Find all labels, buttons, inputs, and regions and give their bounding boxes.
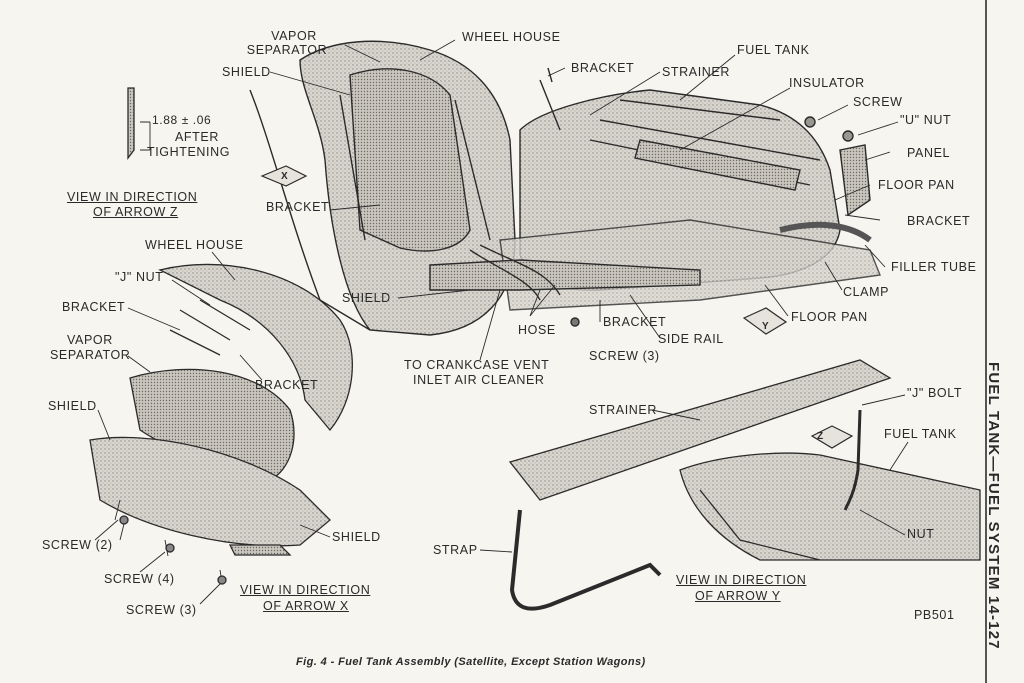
view-y-fuel-tank — [679, 452, 981, 561]
label-bracket-right: BRACKET — [907, 214, 971, 228]
label-separator: SEPARATOR — [246, 43, 328, 57]
view-z-title-1: VIEW IN DIRECTION — [67, 190, 198, 204]
label-inlet-air-cleaner: INLET AIR CLEANER — [413, 373, 545, 387]
view-x-label-shield-1: SHIELD — [48, 399, 97, 413]
view-x-label-separator: SEPARATOR — [50, 348, 131, 362]
label-strainer: STRAINER — [662, 65, 731, 79]
view-x-label-screw-3: SCREW (3) — [126, 603, 197, 617]
label-side-rail: SIDE RAIL — [658, 332, 724, 346]
section-sidebar-text: FUEL TANK—FUEL SYSTEM 14-127 — [985, 362, 1002, 650]
view-x-wheel-house — [158, 263, 353, 432]
label-vapor: VAPOR — [271, 29, 317, 43]
label-shield: SHIELD — [222, 65, 271, 79]
label-crankcase-vent: TO CRANKCASE VENT — [404, 358, 550, 372]
label-shield-lower: SHIELD — [342, 291, 391, 305]
arrow-y-letter: Y — [762, 321, 770, 332]
view-y-label-strap: STRAP — [433, 543, 478, 557]
view-x-shield — [89, 436, 331, 547]
view-y-label-fuel-tank: FUEL TANK — [884, 427, 957, 441]
view-z-after: AFTER — [175, 130, 219, 144]
label-bracket-left: BRACKET — [266, 200, 330, 214]
view-y-detail — [508, 359, 981, 611]
label-bracket-top: BRACKET — [571, 61, 635, 75]
arrow-z-icon — [810, 425, 854, 449]
view-y-strap — [509, 509, 662, 611]
view-x-label-shield-2: SHIELD — [332, 530, 381, 544]
view-y-title-2: OF ARROW Y — [695, 589, 781, 603]
view-y-label-j-bolt: "J" BOLT — [907, 386, 963, 400]
view-y-j-bolt — [843, 409, 862, 511]
view-x-label-bracket-1: BRACKET — [62, 300, 126, 314]
view-x-detail — [89, 263, 353, 585]
view-x-title-1: VIEW IN DIRECTION — [240, 583, 371, 597]
view-x-title-2: OF ARROW X — [263, 599, 349, 613]
label-hose: HOSE — [518, 323, 556, 337]
filler-tube — [779, 221, 872, 243]
label-fuel-tank: FUEL TANK — [737, 43, 810, 57]
side-rail — [429, 259, 701, 291]
hose-lines — [469, 244, 561, 301]
main-assembly-drawing — [249, 40, 881, 336]
view-x-label-wheel-house: WHEEL HOUSE — [145, 238, 244, 252]
panel-bracket — [839, 144, 871, 217]
section-sidebar: FUEL TANK—FUEL SYSTEM 14-127 — [982, 362, 1006, 662]
view-y-label-strainer: STRAINER — [589, 403, 658, 417]
label-screw-3: SCREW (3) — [589, 349, 660, 363]
label-filler-tube: FILLER TUBE — [891, 260, 977, 274]
view-x-label-bracket-2: BRACKET — [255, 378, 319, 392]
main-leader-lines — [269, 39, 899, 361]
view-z-tightening: TIGHTENING — [147, 145, 231, 159]
view-y-leader-lines — [479, 394, 909, 553]
view-x-label-screw-4: SCREW (4) — [104, 572, 175, 586]
view-y-title-1: VIEW IN DIRECTION — [676, 573, 807, 587]
page-edge-rule — [985, 0, 987, 683]
view-z-title-2: OF ARROW Z — [93, 205, 179, 219]
view-z-detail — [127, 87, 151, 160]
insulator-strip — [634, 139, 801, 191]
figure-code: PB501 — [914, 608, 955, 622]
label-floor-pan-top: FLOOR PAN — [878, 178, 955, 192]
view-x-label-j-nut: "J" NUT — [115, 270, 164, 284]
arrow-y-icon — [742, 307, 788, 335]
label-u-nut: "U" NUT — [900, 113, 952, 127]
view-x-label-vapor: VAPOR — [67, 333, 113, 347]
arrow-z-letter: Z — [817, 431, 824, 442]
arrow-x-icon — [260, 165, 308, 187]
label-screw: SCREW — [853, 95, 903, 109]
direction-arrows — [260, 165, 854, 449]
view-z-dimension: 1.88 ± .06 — [152, 113, 212, 127]
figure-caption: Fig. 4 - Fuel Tank Assembly (Satellite, … — [296, 656, 646, 668]
label-floor-pan-bottom: FLOOR PAN — [791, 310, 868, 324]
label-clamp: CLAMP — [843, 285, 890, 299]
label-wheel-house: WHEEL HOUSE — [462, 30, 561, 44]
view-x-leader-lines — [94, 251, 331, 605]
arrow-x-letter: X — [281, 171, 289, 182]
view-y-strainer — [508, 359, 892, 501]
view-y-label-nut: NUT — [907, 527, 935, 541]
label-panel: PANEL — [907, 146, 951, 160]
vapor-separator-shape — [349, 68, 471, 252]
label-bracket-bottom: BRACKET — [603, 315, 667, 329]
label-insulator: INSULATOR — [789, 76, 865, 90]
view-x-label-screw-2: SCREW (2) — [42, 538, 113, 552]
